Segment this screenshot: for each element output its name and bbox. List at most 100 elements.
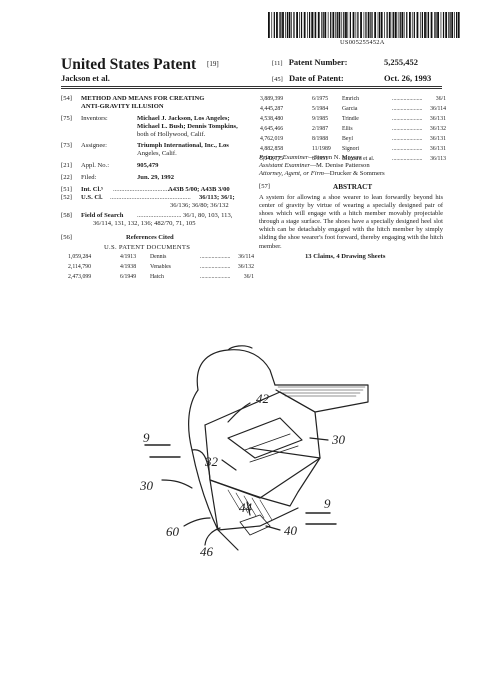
- reference-num: 4,538,480: [260, 116, 284, 122]
- section-line-lower: [305, 512, 337, 525]
- figure-label-30-left: 30: [139, 478, 154, 493]
- field-code: [54]: [61, 95, 72, 102]
- leader-44: [246, 501, 251, 516]
- hitch-member: [239, 514, 271, 536]
- assignee-line-2: Angeles, Calif.: [137, 150, 177, 157]
- us-documents-title: U.S. PATENT DOCUMENTS: [104, 244, 191, 251]
- reference-cls: 36/131: [429, 116, 446, 122]
- reference-date: 2/1987: [312, 126, 329, 132]
- field-code: [21]: [61, 162, 72, 169]
- reference-cls: 36/113: [430, 156, 446, 162]
- filed-date: Jun. 29, 1992: [137, 174, 175, 181]
- refs-field: [56]: [0, 234, 260, 242]
- primary-examiner-name: Steven N. Meyers: [314, 154, 362, 161]
- reference-num: 4,882,858: [260, 146, 284, 152]
- reference-row: 4,762,0198/1988Beyl.....................…: [260, 136, 446, 146]
- field-code: [75]: [61, 115, 72, 122]
- dot-leader: ..............................: [392, 136, 422, 142]
- reference-cls: 36/131: [429, 136, 446, 142]
- header-rule: [61, 88, 442, 89]
- field-code: [58]: [61, 212, 72, 219]
- heel-hatch: [227, 489, 273, 521]
- leader-30-right: [309, 437, 329, 441]
- reference-cls: 36/132: [237, 264, 254, 270]
- date-code: [45]: [272, 76, 283, 83]
- reference-name: Garcia: [342, 106, 358, 112]
- reference-name: Emrich: [342, 96, 360, 102]
- reference-name: Ellis: [342, 126, 353, 132]
- abstract-code: [57]: [259, 183, 270, 190]
- figure-label-40: 40: [284, 523, 298, 538]
- title-field: [54] METHOD AND MEANS FOR CREATING: [0, 95, 260, 103]
- reference-date: 11/1989: [312, 146, 331, 152]
- dot-leader: ..............................: [392, 116, 422, 122]
- reference-num: 5,042,175: [260, 156, 284, 162]
- inventors-line-1: Michael J. Jackson, Los Angeles;: [137, 115, 230, 122]
- reference-name: Dennis: [150, 254, 167, 260]
- patent-number-label: Patent Number:: [288, 57, 348, 67]
- field-code: [52]: [61, 194, 72, 201]
- reference-cls: 36/131: [429, 146, 446, 152]
- uscl-line-1: 36/113; 36/1;: [199, 194, 235, 201]
- reference-date: 4/1913: [120, 254, 137, 260]
- inventors-field: [75] Inventors:: [0, 115, 260, 123]
- dot-leader: ........................................…: [110, 194, 191, 201]
- claims-summary: 13 Claims, 4 Drawing Sheets: [305, 253, 386, 260]
- appl-field: [21] Appl. No.:: [0, 162, 260, 170]
- patent-drawing: 42 30 9 32 30 9 44 40 60 46: [139, 345, 369, 559]
- reference-date: 6/1949: [120, 274, 137, 280]
- stage-front: [204, 391, 321, 459]
- figure-label-30-right: 30: [331, 432, 346, 447]
- header-rule: [61, 86, 442, 87]
- dot-leader: ...................................: [113, 186, 171, 193]
- figure-label-32: 32: [204, 454, 219, 469]
- shoe-vamp: [227, 345, 253, 351]
- assignee-line-1: Triumph International, Inc., Los: [137, 142, 229, 149]
- patent-number-code: [11]: [272, 60, 283, 67]
- reference-date: 8/1988: [312, 136, 329, 142]
- search-line-2: 36/114, 131, 132, 136; 482/70, 71, 105: [93, 220, 196, 227]
- field-code: [51]: [61, 186, 72, 193]
- assistant-examiner-name: M. Denise Patterson: [315, 162, 370, 169]
- date-of-patent: Oct. 26, 1993: [384, 73, 432, 83]
- figure-label-42: 42: [256, 391, 270, 406]
- reference-cls: 36/114: [430, 106, 446, 112]
- leader-32: [221, 459, 237, 471]
- attorney: Attorney, Agent, or Firm—Drucker & Somme…: [259, 170, 385, 177]
- primary-examiner-label: Primary Examiner: [259, 154, 309, 161]
- search-label: Field of Search: [81, 212, 124, 219]
- leader-40: [265, 525, 281, 531]
- uscl-line-2: 36/136; 36/80; 36/132: [170, 202, 229, 209]
- figure-label-9-lower: 9: [324, 496, 331, 511]
- heel-plate: [209, 457, 321, 507]
- reference-cls: 36/1: [435, 96, 446, 102]
- reference-date: 9/1985: [312, 116, 329, 122]
- hitch-slot: [244, 433, 299, 463]
- section-line-upper: [144, 444, 181, 458]
- heel-inner: [227, 417, 303, 459]
- reference-num: 4,762,019: [260, 136, 284, 142]
- reference-date: 8/1991: [312, 156, 329, 162]
- patent-number-small: US005255452A: [340, 39, 385, 46]
- uscl-field: [52] U.S. Cl.: [0, 194, 260, 202]
- primary-examiner: Primary Examiner—Steven N. Meyers: [259, 154, 362, 161]
- dot-leader: ..............................: [200, 264, 230, 270]
- dot-leader: ..............................: [200, 274, 230, 280]
- intcl-field: [51] Int. Cl.⁵: [0, 186, 260, 194]
- inventors-line-3: both of Hollywood, Calif.: [137, 131, 206, 138]
- abstract-title: ABSTRACT: [333, 183, 373, 191]
- reference-date: 4/1938: [120, 264, 137, 270]
- date-row: [45] Date of Patent:: [272, 73, 344, 83]
- heel-bottom: [217, 507, 299, 531]
- field-code: [22]: [61, 174, 72, 181]
- dot-leader: ..............................: [392, 96, 422, 102]
- dot-leader: ..............................: [392, 156, 422, 162]
- leader-42: [227, 402, 251, 423]
- attorney-label: Attorney, Agent, or Firm: [259, 170, 324, 177]
